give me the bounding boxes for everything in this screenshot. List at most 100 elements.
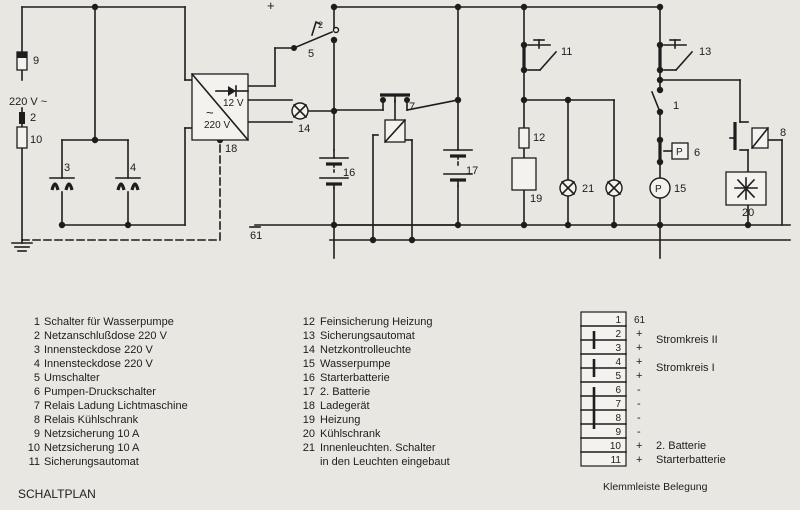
svg-text:2: 2	[615, 329, 621, 340]
svg-text:Starterbatterie: Starterbatterie	[320, 372, 390, 384]
svg-text:Innensteckdose 220 V: Innensteckdose 220 V	[44, 358, 154, 370]
label-18: 18	[225, 143, 237, 155]
ground-line-label: 61	[250, 230, 262, 242]
svg-text:Ladegerät: Ladegerät	[320, 400, 370, 412]
ac-symbol: ~	[206, 105, 214, 120]
label-20: 20	[742, 207, 754, 219]
plus-sign: +	[267, 0, 275, 13]
stromkreis-1-label: Stromkreis I	[656, 362, 715, 374]
charger-ac-label: 220 V	[204, 120, 230, 131]
pump-symbol: P	[655, 184, 662, 195]
svg-text:14: 14	[303, 344, 315, 356]
relay-8	[733, 121, 770, 151]
svg-text:21: 21	[303, 442, 315, 454]
label-21: 21	[582, 183, 594, 195]
svg-text:2. Batterie: 2. Batterie	[656, 440, 706, 452]
svg-text:7: 7	[34, 400, 40, 412]
svg-text:12: 12	[303, 316, 315, 328]
svg-text:in den Leuchten eingebaut: in den Leuchten eingebaut	[320, 456, 450, 468]
label-14: 14	[298, 123, 310, 135]
svg-text:4: 4	[34, 358, 40, 370]
relay-7	[333, 93, 459, 144]
svg-text:Relais Ladung Lichtmaschine: Relais Ladung Lichtmaschine	[44, 400, 188, 412]
svg-text:Wasserpumpe: Wasserpumpe	[320, 358, 391, 370]
svg-text:Netzkontrolleuchte: Netzkontrolleuchte	[320, 344, 411, 356]
svg-text:13: 13	[303, 330, 315, 342]
label-19: 19	[530, 193, 542, 205]
svg-text:Netzanschlußdose 220 V: Netzanschlußdose 220 V	[44, 330, 168, 342]
stromkreis-2-label: Stromkreis II	[656, 334, 718, 346]
svg-text:9: 9	[615, 427, 621, 438]
svg-text:Pumpen-Druckschalter: Pumpen-Druckschalter	[44, 386, 156, 398]
svg-text:11: 11	[29, 456, 40, 468]
svg-text:-: -	[637, 412, 641, 424]
svg-text:-: -	[637, 398, 641, 410]
svg-text:19: 19	[303, 414, 315, 426]
svg-text:17: 17	[303, 386, 315, 398]
label-9: 9	[33, 55, 39, 67]
svg-text:4: 4	[615, 357, 621, 368]
label-4: 4	[130, 162, 136, 174]
svg-text:11: 11	[611, 455, 622, 466]
svg-text:5: 5	[615, 371, 621, 382]
svg-text:Innensteckdose 220 V: Innensteckdose 220 V	[44, 344, 154, 356]
water-pump-15	[649, 177, 671, 199]
interior-lamp-21b	[605, 179, 623, 197]
svg-text:Sicherungsautomat: Sicherungsautomat	[44, 456, 139, 468]
label-16: 16	[343, 167, 355, 179]
label-6: 6	[694, 147, 700, 159]
svg-text:9: 9	[34, 428, 40, 440]
svg-text:7: 7	[615, 399, 621, 410]
pressure-switch-6	[658, 140, 689, 162]
fridge-20	[725, 171, 767, 206]
svg-text:6: 6	[34, 386, 40, 398]
svg-text:3: 3	[615, 343, 621, 354]
svg-text:6: 6	[615, 385, 621, 396]
svg-text:+: +	[636, 328, 642, 340]
svg-text:Relais Kühlschrank: Relais Kühlschrank	[44, 414, 139, 426]
socket-4-symbol	[115, 177, 141, 191]
battery-17	[443, 149, 473, 187]
label-15: 15	[674, 183, 686, 195]
svg-text:-: -	[637, 426, 641, 438]
component-labels: 9 2 10 3 4 18 2 5 14 16 7 17 11 12 19 21…	[30, 20, 786, 219]
label-5: 5	[308, 48, 314, 60]
label-17: 17	[466, 165, 478, 177]
svg-text:+: +	[636, 454, 642, 466]
svg-text:Umschalter: Umschalter	[44, 372, 100, 384]
svg-text:20: 20	[303, 428, 315, 440]
svg-text:16: 16	[303, 372, 315, 384]
mains-voltage-label: 220 V ~	[9, 96, 47, 108]
label-13: 13	[699, 46, 711, 58]
svg-text:Innenleuchten. Schalter: Innenleuchten. Schalter	[320, 442, 436, 454]
svg-text:+: +	[636, 356, 642, 368]
svg-text:Sicherungsautomat: Sicherungsautomat	[320, 330, 415, 342]
socket-2-plug	[19, 112, 25, 124]
svg-text:2. Batterie: 2. Batterie	[320, 386, 370, 398]
label-1: 1	[673, 100, 679, 112]
pump-switch-1	[650, 90, 662, 114]
svg-text:+: +	[636, 440, 642, 452]
pressure-switch-symbol: P	[676, 147, 683, 158]
label-11: 11	[561, 46, 572, 58]
battery-16	[319, 149, 349, 189]
label-7: 7	[409, 101, 415, 113]
heater-19	[511, 157, 537, 191]
svg-text:3: 3	[34, 344, 40, 356]
ground-symbol	[11, 239, 33, 252]
changeover-switch-5	[291, 20, 340, 51]
circuit-breaker-11	[522, 39, 558, 72]
svg-text:61: 61	[634, 315, 646, 326]
svg-text:Feinsicherung Heizung: Feinsicherung Heizung	[320, 316, 433, 328]
svg-text:Schalter für Wasserpumpe: Schalter für Wasserpumpe	[44, 316, 174, 328]
label-8: 8	[780, 127, 786, 139]
interior-lamp-21a	[559, 179, 577, 197]
label-12: 12	[533, 132, 545, 144]
label-10: 10	[30, 134, 42, 146]
svg-text:Starterbatterie: Starterbatterie	[656, 454, 726, 466]
socket-3-symbol	[49, 177, 75, 191]
svg-text:1: 1	[34, 316, 40, 328]
